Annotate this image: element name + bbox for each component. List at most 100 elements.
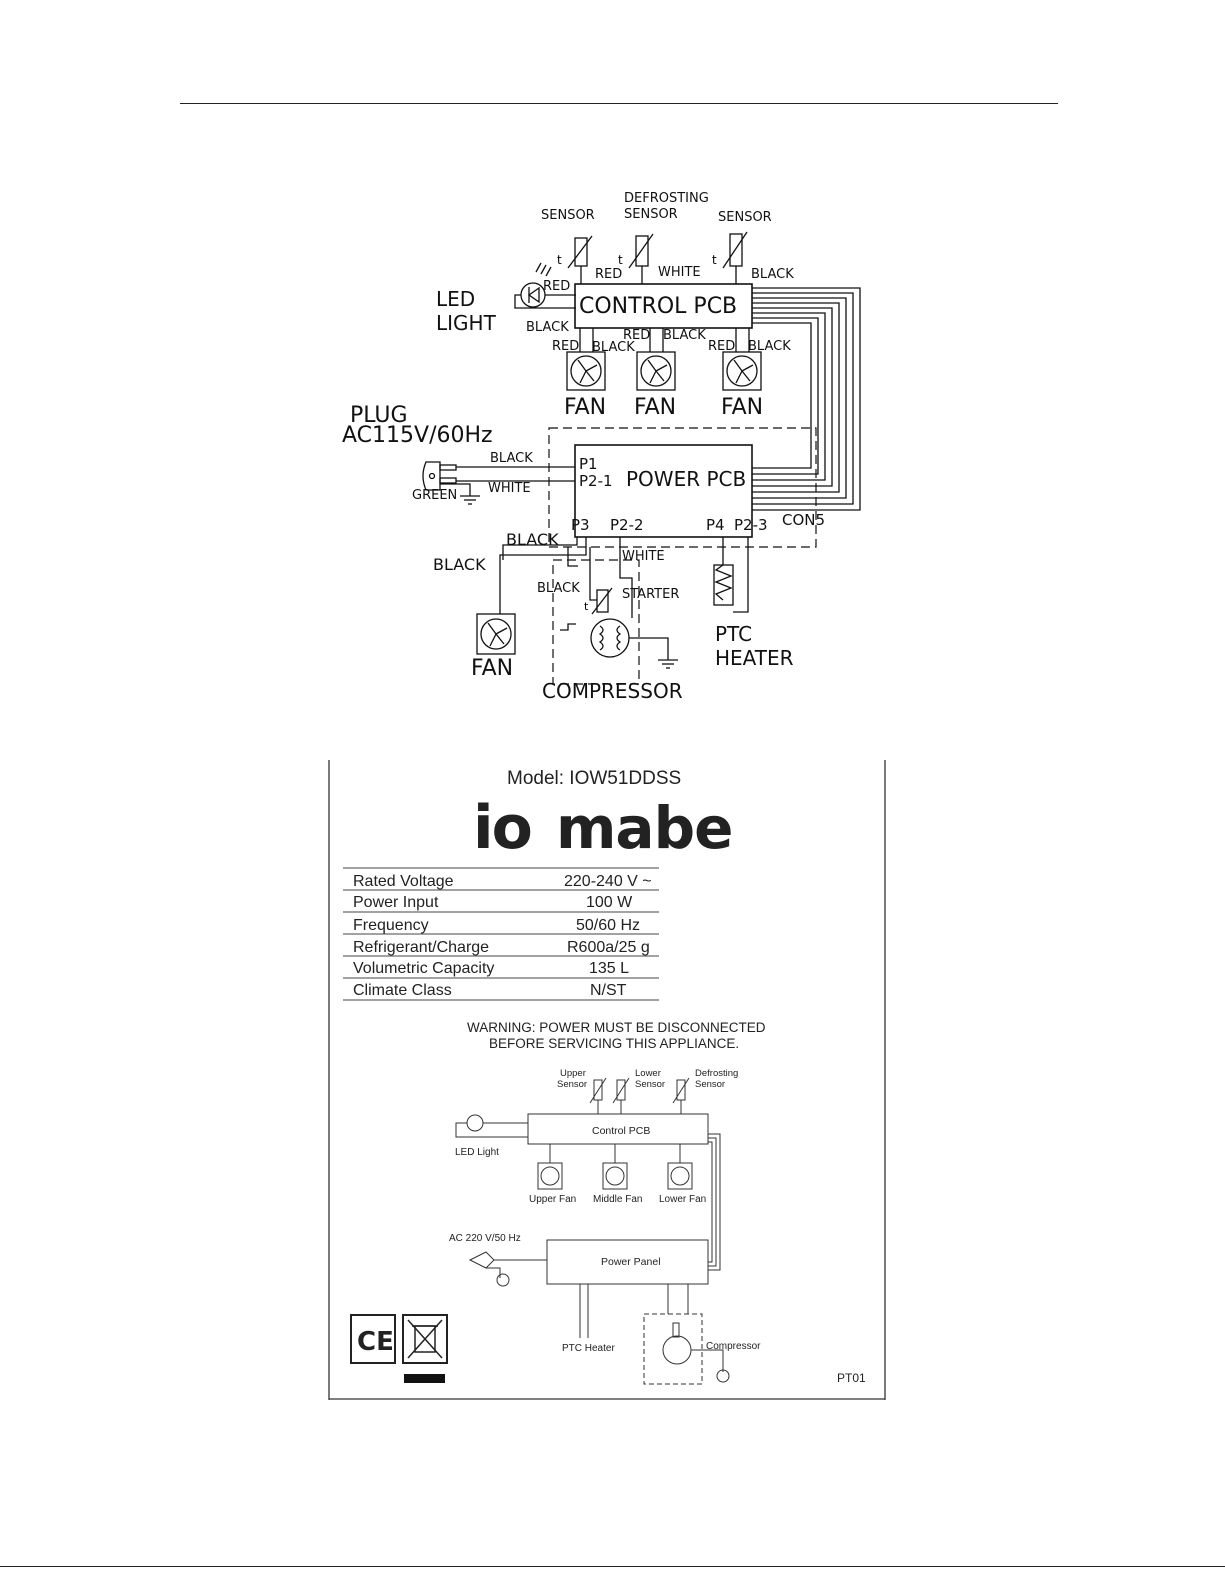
fan-icon <box>722 351 762 391</box>
ptc-label-1: PTC <box>715 622 752 646</box>
fan2-label: FAN <box>634 395 676 420</box>
led-label-2: LIGHT <box>436 311 497 335</box>
defrost-sensor-label: Defrosting <box>695 1068 738 1079</box>
sensor-mid-symbol: t <box>618 233 654 284</box>
plate-upper-fan-label: Upper Fan <box>529 1194 576 1205</box>
ptc-label-2: HEATER <box>715 646 794 670</box>
lower-sensor-label: Lower <box>635 1068 661 1079</box>
svg-text:io: io <box>473 793 531 863</box>
compressor-label: COMPRESSOR <box>542 679 683 703</box>
p2-1-label: P2-1 <box>579 472 613 490</box>
con5-label: CON5 <box>782 511 825 529</box>
defrost-sensor-label-1: DEFROSTING <box>624 191 709 206</box>
plug-green-label: GREEN <box>412 488 457 503</box>
p3-label: P3 <box>571 516 590 534</box>
plug-voltage-label: AC115V/60Hz <box>342 423 493 448</box>
spec-label: Rated Voltage <box>353 873 454 890</box>
p2-3-label: P2-3 <box>734 516 768 534</box>
weee-bin-icon <box>402 1314 448 1364</box>
white-label-b: WHITE <box>622 549 665 564</box>
starter-label: STARTER <box>622 587 679 602</box>
spec-value: N/ST <box>590 982 627 999</box>
svg-text:t: t <box>557 253 562 267</box>
footer-rule <box>0 1566 1225 1567</box>
spec-label: Power Input <box>353 894 439 911</box>
svg-text:mabe: mabe <box>556 794 732 862</box>
model-label: Model: IOW51DDSS <box>507 768 681 789</box>
plate-power-panel-label: Power Panel <box>601 1256 661 1268</box>
ptc-heater-symbol <box>713 564 734 606</box>
led-red-label: RED <box>543 279 570 294</box>
power-pcb-label: POWER PCB <box>626 467 746 491</box>
plate-ptc-heater-label: PTC Heater <box>562 1343 615 1354</box>
plate-compressor-label: Compressor <box>706 1341 761 1352</box>
fan-wires <box>579 328 750 352</box>
black-label-d: BLACK <box>537 581 580 596</box>
plate-power-panel-box <box>546 1239 709 1285</box>
plug-icon <box>422 461 575 505</box>
spec-table: Rated Voltage 220-240 V ~ Power Input 10… <box>343 867 659 1001</box>
plate-wiring-diagram: Upper Sensor Lower Sensor Defrosting Sen… <box>449 1068 761 1385</box>
svg-text:t: t <box>618 253 623 267</box>
spec-value: 100 W <box>586 894 633 911</box>
spec-label: Volumetric Capacity <box>353 960 494 977</box>
plug-white-label: WHITE <box>488 481 531 496</box>
upper-sensor-label: Upper <box>560 1068 586 1079</box>
fan4-label: FAN <box>471 656 513 681</box>
spec-value: 135 L <box>589 960 629 977</box>
spec-label: Frequency <box>353 917 429 934</box>
fan2-black-label: BLACK <box>663 328 706 343</box>
fan1-black-label: BLACK <box>592 340 635 355</box>
svg-text:CE: CE <box>357 1327 394 1357</box>
plate-control-pcb-box <box>527 1113 709 1145</box>
fan-icon <box>566 351 606 391</box>
led-label-1: LED <box>436 287 475 311</box>
defrost-sensor-label-2: Sensor <box>695 1079 725 1090</box>
led-black-label: BLACK <box>526 320 569 335</box>
compressor-enclosure <box>552 559 640 685</box>
warning-line-2: BEFORE SERVICING THIS APPLIANCE. <box>489 1036 739 1051</box>
fan1-label: FAN <box>564 395 606 420</box>
plate-led-label: LED Light <box>455 1147 499 1158</box>
spec-value: 220-240 V ~ <box>564 873 652 890</box>
spec-label: Refrigerant/Charge <box>353 939 489 956</box>
spec-label: Climate Class <box>353 982 452 999</box>
ce-mark-icon: CE <box>350 1314 396 1364</box>
led-light-symbol <box>514 262 576 309</box>
rating-plate: Model: IOW51DDSS io mabe Rated Voltage 2… <box>328 760 886 1400</box>
fan-icon <box>476 613 516 655</box>
starter-symbol: t <box>584 587 613 615</box>
p1-label: P1 <box>579 455 598 473</box>
upper-sensor-label-2: Sensor <box>557 1079 587 1090</box>
p2-2-label: P2-2 <box>610 516 644 534</box>
header-rule <box>180 103 1058 104</box>
brand-logo: io mabe <box>473 793 733 863</box>
sensor-right-label: SENSOR <box>718 210 772 225</box>
lower-wires <box>499 537 749 618</box>
spec-value: R600a/25 g <box>567 939 650 956</box>
power-pcb-box <box>574 444 753 538</box>
plug-black-label: BLACK <box>490 451 533 466</box>
wire-red-label: RED <box>595 267 622 282</box>
sensor-left-label: SENSOR <box>541 208 595 223</box>
plate-code: PT01 <box>837 1371 866 1385</box>
plate-control-pcb-label: Control PCB <box>592 1125 650 1137</box>
fan3-black-label: BLACK <box>748 339 791 354</box>
black-label-b: BLACK <box>506 530 559 549</box>
compressor-motor-symbol <box>560 618 678 669</box>
sensor-left-symbol: t <box>557 235 593 284</box>
wiring-diagram: t t t SENSOR DEFROSTING SENSOR SENSOR RE… <box>342 191 861 703</box>
spec-value: 50/60 Hz <box>576 917 640 934</box>
wire-white-label: WHITE <box>658 265 701 280</box>
lower-sensor-label-2: Sensor <box>635 1079 665 1090</box>
fan2-red-label: RED <box>623 328 650 343</box>
fan3-label: FAN <box>721 395 763 420</box>
plug-label: PLUG <box>350 403 408 428</box>
wire-black-label: BLACK <box>751 267 794 282</box>
fan-icon <box>636 351 676 391</box>
defrost-sensor-label-2: SENSOR <box>624 207 678 222</box>
black-label-c: BLACK <box>433 555 486 574</box>
svg-text:t: t <box>584 600 589 613</box>
wire-bundle <box>752 287 861 511</box>
weee-bar <box>404 1374 445 1383</box>
